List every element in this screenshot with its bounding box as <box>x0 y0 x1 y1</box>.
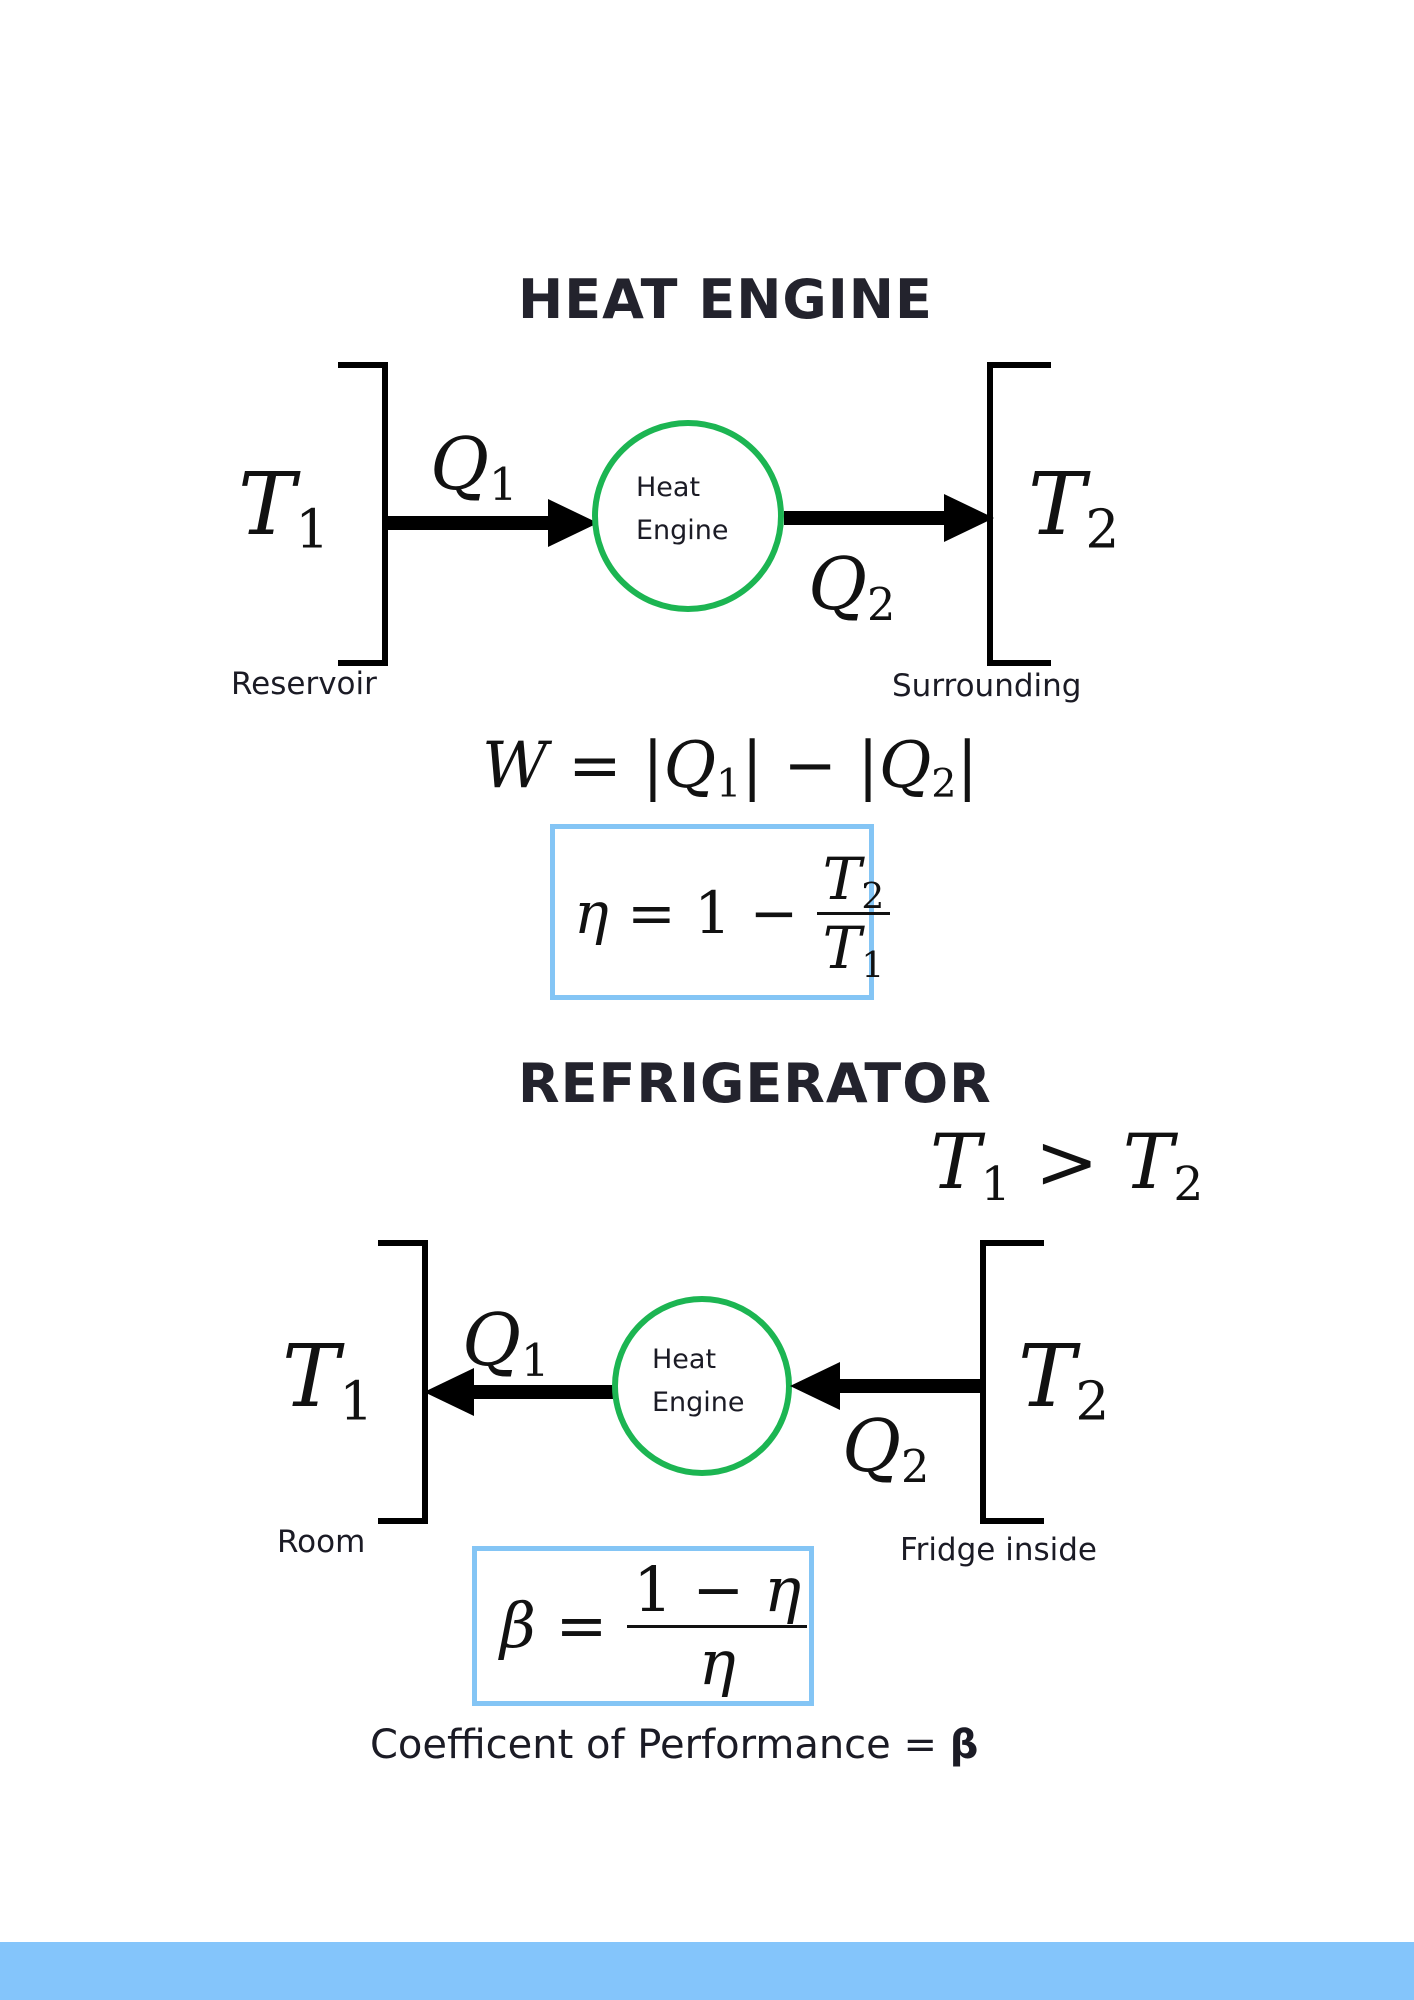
refrigerator-cold-temp: T2 <box>1018 1327 1110 1433</box>
heat-engine-q2-label: Q2 <box>808 542 896 632</box>
work-equation: W = |Q1| − |Q2| <box>482 729 979 807</box>
heat-engine-circle-label: Heat Engine <box>636 466 729 552</box>
efficiency-fraction: T2 T1 <box>816 850 891 983</box>
heat-engine-q2-arrowhead <box>944 494 994 542</box>
heat-engine-cold-temp: T2 <box>1028 455 1120 561</box>
temperature-condition: T1 > T2 <box>930 1117 1204 1212</box>
heat-engine-heading: HEAT ENGINE <box>518 268 933 331</box>
heat-engine-q1-arrow-shaft <box>388 516 556 530</box>
fridge-inside-label: Fridge inside <box>900 1532 1097 1568</box>
fridge-inside-bracket <box>980 1240 1044 1524</box>
refrigerator-q1-arrow-shaft <box>470 1385 616 1399</box>
cop-caption: Coefficent of Performance = β <box>370 1722 978 1768</box>
footer-band <box>0 1942 1414 2000</box>
engine-label-line1: Heat <box>652 1344 717 1375</box>
refrigerator-q1-label: Q1 <box>462 1298 550 1388</box>
refrigerator-engine-circle-label: Heat Engine <box>652 1338 745 1424</box>
cop-caption-text: Coefficent of Performance = <box>370 1722 950 1768</box>
reservoir-label: Reservoir <box>231 666 377 702</box>
refrigerator-heading: REFRIGERATOR <box>518 1052 992 1115</box>
cop-fraction: 1 − η η <box>627 1558 808 1694</box>
cop-formula: β = 1 − η η <box>500 1552 808 1700</box>
heat-engine-q1-label: Q1 <box>430 422 518 512</box>
room-label: Room <box>277 1524 366 1560</box>
refrigerator-engine-circle <box>612 1296 792 1476</box>
room-bracket <box>378 1240 428 1524</box>
refrigerator-q2-arrow-shaft <box>836 1379 986 1393</box>
engine-label-line1: Heat <box>636 472 701 503</box>
heat-engine-hot-temp: T1 <box>238 455 330 561</box>
surrounding-label: Surrounding <box>892 668 1082 704</box>
heat-engine-q2-arrow-shaft <box>784 511 952 525</box>
refrigerator-hot-temp: T1 <box>282 1327 374 1433</box>
cop-caption-symbol: β <box>949 1722 979 1768</box>
heat-engine-q1-arrowhead <box>548 499 598 547</box>
efficiency-formula: η = 1 − T2 T1 <box>574 838 891 988</box>
surrounding-bracket <box>987 362 1051 666</box>
refrigerator-q2-arrowhead <box>790 1362 840 1410</box>
refrigerator-q2-label: Q2 <box>842 1404 930 1494</box>
engine-label-line2: Engine <box>636 515 729 547</box>
engine-label-line2: Engine <box>652 1387 745 1419</box>
reservoir-bracket <box>338 362 388 666</box>
heat-engine-circle <box>592 420 784 612</box>
refrigerator-q1-arrowhead <box>424 1368 474 1416</box>
